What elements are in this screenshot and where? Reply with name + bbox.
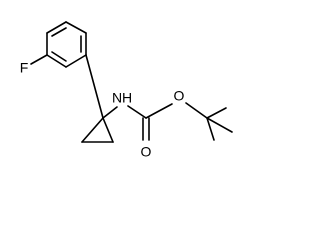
- ring-bond: [46, 21, 67, 34]
- carbonyl-oxygen-label: O: [141, 144, 152, 160]
- ring-double-bond: [51, 27, 67, 37]
- aryl-cyclopropyl-bond: [85, 54, 104, 119]
- ring-bond: [81, 117, 104, 143]
- benzene-ring: [46, 21, 87, 68]
- ring-bond: [65, 21, 87, 34]
- chemical-structure: F N H O O: [20, 21, 233, 160]
- n-carbonyl-bond: [127, 105, 147, 119]
- ring-bond: [102, 117, 114, 143]
- ring-bond: [65, 54, 87, 68]
- ester-tbutyl-bond: [185, 102, 208, 119]
- hydrogen-label: H: [122, 90, 132, 106]
- carbonyl-ester-bond: [145, 103, 173, 119]
- tert-butyl-group: [206, 107, 233, 141]
- ring-bond: [46, 54, 67, 68]
- methyl-bond: [206, 117, 233, 133]
- fluorine-label: F: [20, 60, 29, 76]
- ring-double-bond: [51, 51, 67, 62]
- c-f-bond: [30, 54, 48, 65]
- methyl-bond: [206, 117, 215, 141]
- cyclopropane-ring: [81, 117, 114, 143]
- methyl-bond: [206, 107, 227, 119]
- c-n-bond: [102, 106, 118, 119]
- ester-oxygen-label: O: [174, 88, 185, 104]
- nitrogen-label: N: [112, 90, 122, 106]
